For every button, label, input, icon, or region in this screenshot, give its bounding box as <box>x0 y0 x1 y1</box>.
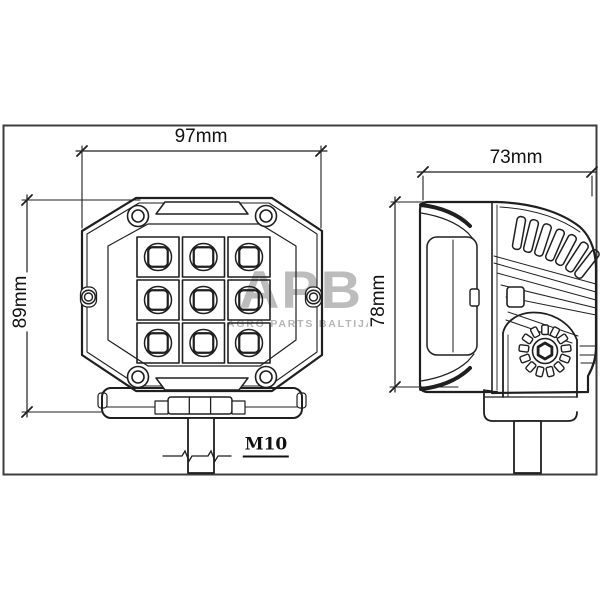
front-bracket <box>97 387 307 419</box>
side-view-drawing <box>418 200 600 474</box>
dimension-label-front-height: 89mm <box>10 272 32 332</box>
front-corner-screws <box>126 204 278 389</box>
front-housing <box>80 196 324 393</box>
front-bolt-stud <box>187 417 215 474</box>
adjustment-knob <box>518 324 572 378</box>
side-lens <box>418 200 499 394</box>
front-view-drawing <box>79 196 324 474</box>
dimension-lines <box>21 145 598 463</box>
dim-bolt-thread-leader <box>162 449 232 463</box>
dim-side-depth <box>416 166 598 201</box>
dimension-label-front-width: 97mm <box>174 126 228 147</box>
side-body <box>490 200 600 395</box>
dim-side-height <box>389 196 459 393</box>
dimension-label-side-height: 78mm <box>368 271 390 331</box>
dimension-label-side-depth: 73mm <box>489 147 543 168</box>
dim-front-width <box>75 145 328 229</box>
heat-sink-fins <box>511 215 600 279</box>
led-grid <box>136 236 271 364</box>
side-bracket <box>483 311 578 474</box>
watermark-subtitle: AGRO PARTS BALTIJA <box>226 318 376 330</box>
dimension-label-bolt-thread: M10 <box>242 434 290 458</box>
front-side-tabs <box>79 286 323 308</box>
